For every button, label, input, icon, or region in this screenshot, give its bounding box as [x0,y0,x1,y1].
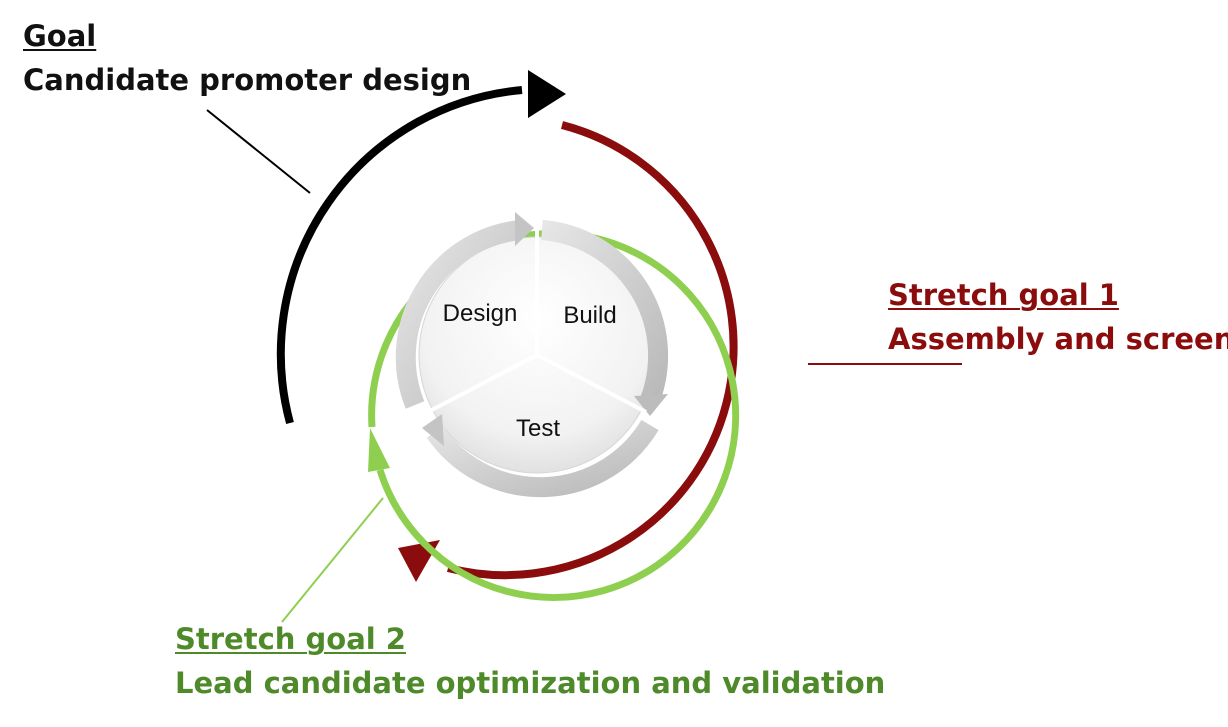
stage-label-test: Test [516,415,560,442]
stage-label-design: Design [443,300,518,327]
stretch-goal-1-arrowhead [398,540,440,582]
hub-divider-left [427,353,538,414]
stretch-goal-1-arc [447,121,738,580]
test-to-design-arrowhead [422,414,444,446]
stretch-goal-1-heading: Stretch goal 1 [888,278,1119,312]
stretch-goal-2-arrowhead [368,428,390,472]
stretch-goal-1-text: Assembly and screen [888,322,1228,356]
test-to-design-arrow [426,419,659,498]
build-to-test-arrowhead [634,394,668,416]
goal-heading: Goal [23,19,97,53]
stretch-goal-2-heading: Stretch goal 2 [175,622,406,656]
goal-arrowhead [528,70,566,118]
stretch-goal-2-text: Lead candidate optimization and validati… [175,666,886,700]
design-to-build-arrowhead [515,212,534,246]
stretch-goal-2-leader-line [281,497,384,623]
goal-text: Candidate promoter design [23,63,472,97]
hub-divider-right [536,353,647,414]
goal-arc [276,86,523,425]
goal-leader-line [206,109,311,194]
build-to-test-arrow [541,220,669,404]
design-to-build-arrow [395,220,522,409]
stage-label-build: Build [563,302,616,329]
